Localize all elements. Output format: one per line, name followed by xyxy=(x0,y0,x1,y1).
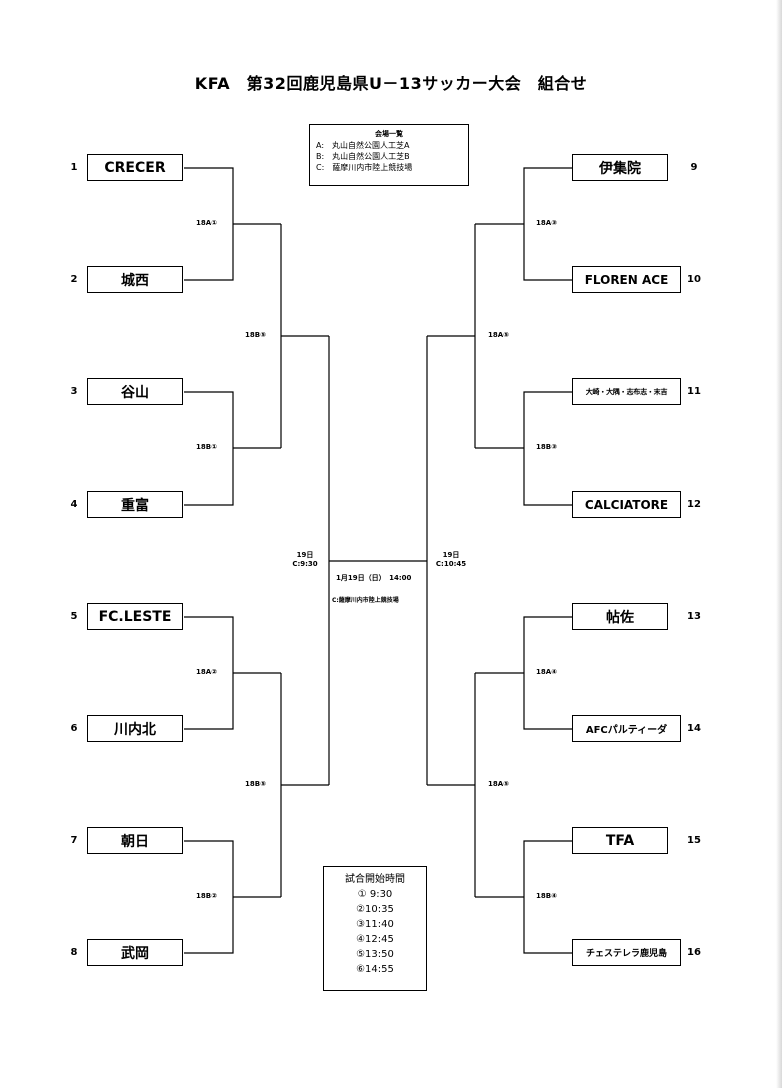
seed-number: 10 xyxy=(687,274,701,285)
match-label: 18A④ xyxy=(536,668,558,676)
seed-number: 7 xyxy=(70,835,78,846)
team-box: 武岡 xyxy=(87,939,183,966)
match-label: 18A⑤ xyxy=(488,331,510,339)
final-datetime: 1月19日（日） 14:00 xyxy=(336,574,412,582)
match-label: 18B③ xyxy=(536,443,558,451)
match-label: 18B① xyxy=(196,443,218,451)
seed-number: 2 xyxy=(70,274,78,285)
venue-item: B: 丸山自然公園人工芝B xyxy=(316,152,410,161)
match-label: 18A⑤ xyxy=(488,780,510,788)
team-box: 伊集院 xyxy=(572,154,668,181)
team-box: 朝日 xyxy=(87,827,183,854)
seed-number: 4 xyxy=(70,499,78,510)
team-box: CALCIATORE xyxy=(572,491,681,518)
team-box: 城西 xyxy=(87,266,183,293)
venue-list: 会場一覧 A: 丸山自然公園人工芝A B: 丸山自然公園人工芝B C: 薩摩川内… xyxy=(309,124,469,186)
match-label: 18B⑤ xyxy=(245,331,267,339)
semifinal-date: 19日 xyxy=(442,551,460,559)
venue-list-title: 会場一覧 xyxy=(375,130,403,138)
start-time-item: ②10:35 xyxy=(356,904,394,915)
venue-item: A: 丸山自然公園人工芝A xyxy=(316,141,410,150)
team-box: FLOREN ACE xyxy=(572,266,681,293)
match-label: 18B② xyxy=(196,892,218,900)
semifinal-right-time: 19日 C:10:45 xyxy=(428,551,474,569)
semifinal-left-time: 19日 C:9:30 xyxy=(283,551,327,569)
seed-number: 14 xyxy=(687,723,701,734)
semifinal-time: C:9:30 xyxy=(292,560,318,568)
start-time-item: ⑤13:50 xyxy=(356,949,394,960)
semifinal-date: 19日 xyxy=(296,551,314,559)
seed-number: 16 xyxy=(687,947,701,958)
team-box: 大崎・大隅・志布志・末吉 xyxy=(572,378,681,405)
seed-number: 11 xyxy=(687,386,701,397)
venue-item: C: 薩摩川内市陸上競技場 xyxy=(316,163,413,172)
team-box: AFCパルティーダ xyxy=(572,715,681,742)
seed-number: 13 xyxy=(687,611,701,622)
match-label: 18A① xyxy=(196,219,218,227)
semifinal-time: C:10:45 xyxy=(435,560,467,568)
team-box: 谷山 xyxy=(87,378,183,405)
start-time-item: ④12:45 xyxy=(356,934,394,945)
seed-number: 6 xyxy=(70,723,78,734)
seed-number: 8 xyxy=(70,947,78,958)
start-time-item: ③11:40 xyxy=(356,919,394,930)
team-box: チェステレラ鹿児島 xyxy=(572,939,681,966)
match-label: 18B④ xyxy=(536,892,558,900)
page-edge xyxy=(776,0,782,1088)
team-box: FC.LESTE xyxy=(87,603,183,630)
start-times-title: 試合開始時間 xyxy=(345,874,405,885)
seed-number: 15 xyxy=(687,835,701,846)
team-box: 川内北 xyxy=(87,715,183,742)
team-box: CRECER xyxy=(87,154,183,181)
seed-number: 5 xyxy=(70,611,78,622)
seed-number: 3 xyxy=(70,386,78,397)
start-time-item: ⑥14:55 xyxy=(356,964,394,975)
start-time-item: ① 9:30 xyxy=(357,889,393,900)
final-venue: C:薩摩川内市陸上競技場 xyxy=(332,597,399,604)
seed-number: 1 xyxy=(70,162,78,173)
team-box: 帖佐 xyxy=(572,603,668,630)
team-box: 重富 xyxy=(87,491,183,518)
start-times-box: 試合開始時間 ① 9:30 ②10:35 ③11:40 ④12:45 ⑤13:5… xyxy=(323,866,427,991)
page-title: KFA 第32回鹿児島県U－13サッカー大会 組合せ xyxy=(194,74,588,93)
seed-number: 9 xyxy=(690,162,698,173)
match-label: 18B⑤ xyxy=(245,780,267,788)
match-label: 18A② xyxy=(196,668,218,676)
team-box: TFA xyxy=(572,827,668,854)
seed-number: 12 xyxy=(687,499,701,510)
match-label: 18A③ xyxy=(536,219,558,227)
